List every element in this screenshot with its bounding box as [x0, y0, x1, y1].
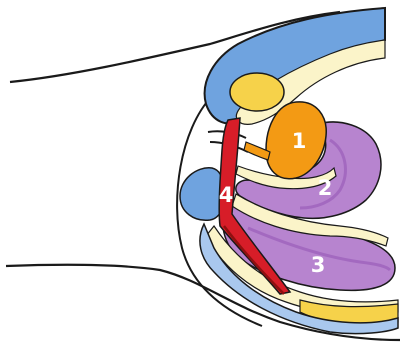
label-4: 4	[219, 183, 234, 207]
label-1: 1	[292, 129, 307, 153]
yellow-oval	[230, 73, 284, 111]
label-3: 3	[311, 253, 326, 277]
label-2: 2	[318, 176, 333, 200]
